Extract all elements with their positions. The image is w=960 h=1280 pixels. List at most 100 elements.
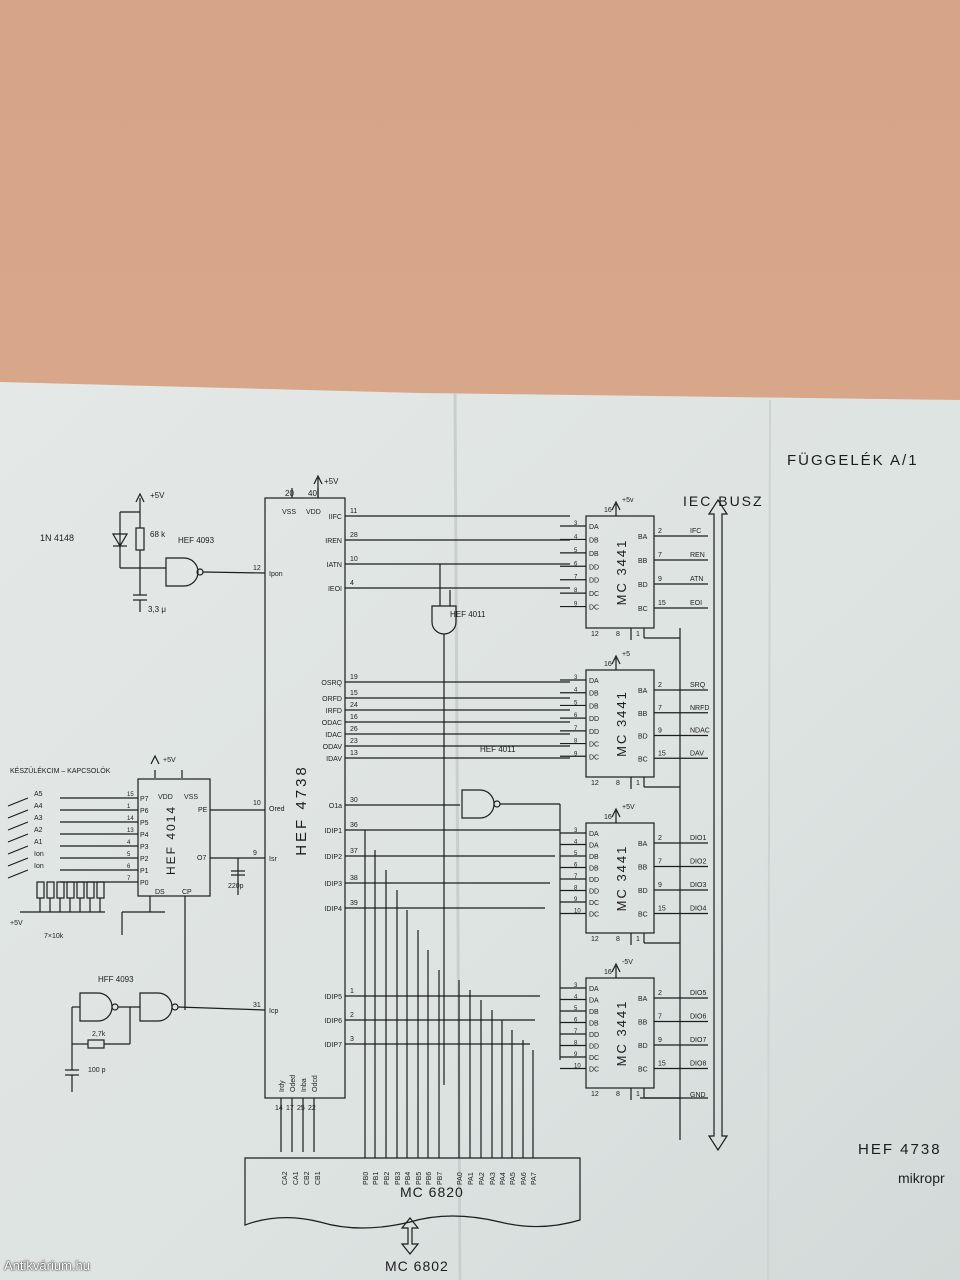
hef4738-pin-IATN: IATN (327, 562, 342, 569)
vcc-label: +5 (622, 651, 630, 658)
hef4738-pin-Ipon: Ipon (269, 571, 283, 578)
hef4738-pin-OSRQ: OSRQ (321, 680, 342, 687)
mc3441-input-DA: DA (589, 678, 599, 685)
pin-num: 1 (636, 631, 640, 638)
pin-num: 7 (574, 1029, 578, 1035)
hef4738-pin-IIFC: IIFC (329, 514, 342, 521)
hef4014-body (137, 778, 211, 897)
pin-num: 4 (574, 995, 578, 1001)
pin-name: PE (198, 807, 208, 814)
mc3441-output-BC: BC (638, 606, 648, 613)
mc3441-label: MC 3441 (614, 690, 629, 757)
pin-name: VDD (158, 794, 173, 801)
pin-num: 2 (658, 835, 662, 842)
pin-num: 10 (574, 909, 581, 915)
mc3441-input-DB: DB (589, 1009, 599, 1016)
mc3441-input-DB: DB (589, 854, 599, 861)
mc3441-input-DC: DC (589, 912, 599, 919)
mc3441-input-DD: DD (589, 1044, 599, 1051)
data-bus-arrow (400, 1217, 420, 1255)
pia-body (244, 1157, 581, 1229)
mc3441-input-DC: DC (589, 1055, 599, 1062)
footer-chip-title: HEF 4738 (858, 1141, 942, 1158)
mc3441-body (585, 669, 655, 778)
diode-symbol (111, 533, 129, 548)
pin-num: 1 (636, 780, 640, 787)
mc3441-output-BC: BC (638, 756, 648, 763)
pin-num: 7 (658, 1014, 662, 1021)
mc3441-input-DC: DC (589, 754, 599, 761)
pin-num: 9 (253, 850, 257, 857)
resistor-label: 2,7k (92, 1031, 106, 1038)
pin-num: 12 (253, 565, 261, 572)
pia-port-PB3: PB3 (395, 1172, 402, 1185)
pia-port-PA6: PA6 (521, 1172, 528, 1185)
hef4738-pin-Odcd: Odcd (312, 1075, 319, 1092)
hef4738-pin-IDIP5: IDIP5 (324, 994, 342, 1001)
pia-port-PA2: PA2 (479, 1172, 486, 1185)
pin-name: CP (182, 889, 192, 896)
hef4014-pin-P7: P7 (140, 796, 149, 803)
pin-num: 10 (350, 556, 358, 563)
pin-num: 5 (574, 1006, 578, 1012)
pin-num: 7 (127, 876, 131, 882)
cap-label: 3,3 μ (148, 605, 166, 614)
pia-port-PB6: PB6 (426, 1172, 433, 1185)
vcc-arrow (150, 754, 160, 765)
vcc-arrow (611, 654, 621, 665)
mc3441-input-DD: DD (589, 877, 599, 884)
cap-label: 220p (228, 883, 244, 890)
mc3441-input-DB: DB (589, 866, 599, 873)
mc3441-input-DB: DB (589, 1021, 599, 1028)
pia-port-PA3: PA3 (490, 1172, 497, 1185)
pin-num: 1 (636, 936, 640, 943)
pin-num: 9 (574, 1052, 578, 1058)
pia-port-PB5: PB5 (416, 1172, 423, 1185)
switch-lever (7, 869, 29, 879)
vcc-label: +5v (622, 497, 634, 504)
hef4014-pin-P2: P2 (140, 856, 149, 863)
pin-num: 1 (636, 1091, 640, 1098)
pin-num: 13 (350, 750, 358, 757)
pin-num: 14 (127, 816, 134, 822)
schmitt-label: HEF 4093 (178, 536, 215, 545)
pin-num: 6 (127, 864, 131, 870)
pin-num: 7 (574, 575, 578, 581)
bus-signal-IFC: IFC (690, 528, 701, 535)
footer-chip-subtitle: mikropr (898, 1170, 945, 1186)
pin-name: O7 (197, 855, 206, 862)
hef4738-pin-IDIP3: IDIP3 (324, 881, 342, 888)
hef4014-pin-P3: P3 (140, 844, 149, 851)
bus-signal-DIO6: DIO6 (690, 1014, 706, 1021)
pin-num: 9 (658, 1037, 662, 1044)
pin-num: 9 (574, 602, 578, 608)
vcc-arrow (611, 500, 621, 511)
switch-lever (7, 833, 29, 843)
pin-num: 14 (275, 1105, 283, 1112)
pin-num: 5 (574, 700, 578, 706)
vcc-arrow (313, 474, 323, 485)
mc3441-input-DD: DD (589, 1032, 599, 1039)
pin-num: 15 (350, 690, 358, 697)
nand-gate (431, 605, 457, 635)
mc3441-body (585, 515, 655, 629)
pin-num: 3 (574, 828, 578, 834)
hef4014-label: HEF 4014 (164, 805, 178, 875)
pin-num: 36 (350, 822, 358, 829)
pin-num: 6 (574, 863, 578, 869)
hef4738-pin-ORFD: ORFD (322, 696, 342, 703)
hef4738-pin-IEOI: IEOI (328, 586, 342, 593)
pin-num: 7 (574, 726, 578, 732)
pin-num: 9 (658, 882, 662, 889)
pin-num: 9 (574, 751, 578, 757)
mc3441-output-BA: BA (638, 688, 648, 695)
pin-num: 16 (604, 507, 612, 514)
switch-A5: A5 (34, 791, 43, 798)
pin-num: 15 (658, 600, 666, 607)
pin-num: 7 (658, 859, 662, 866)
pia-port-PA5: PA5 (510, 1172, 517, 1185)
mc3441-input-DD: DD (589, 716, 599, 723)
pin-num: 3 (574, 983, 578, 989)
supply-label: +5V (10, 920, 23, 927)
pin-num: 10 (574, 1064, 581, 1070)
